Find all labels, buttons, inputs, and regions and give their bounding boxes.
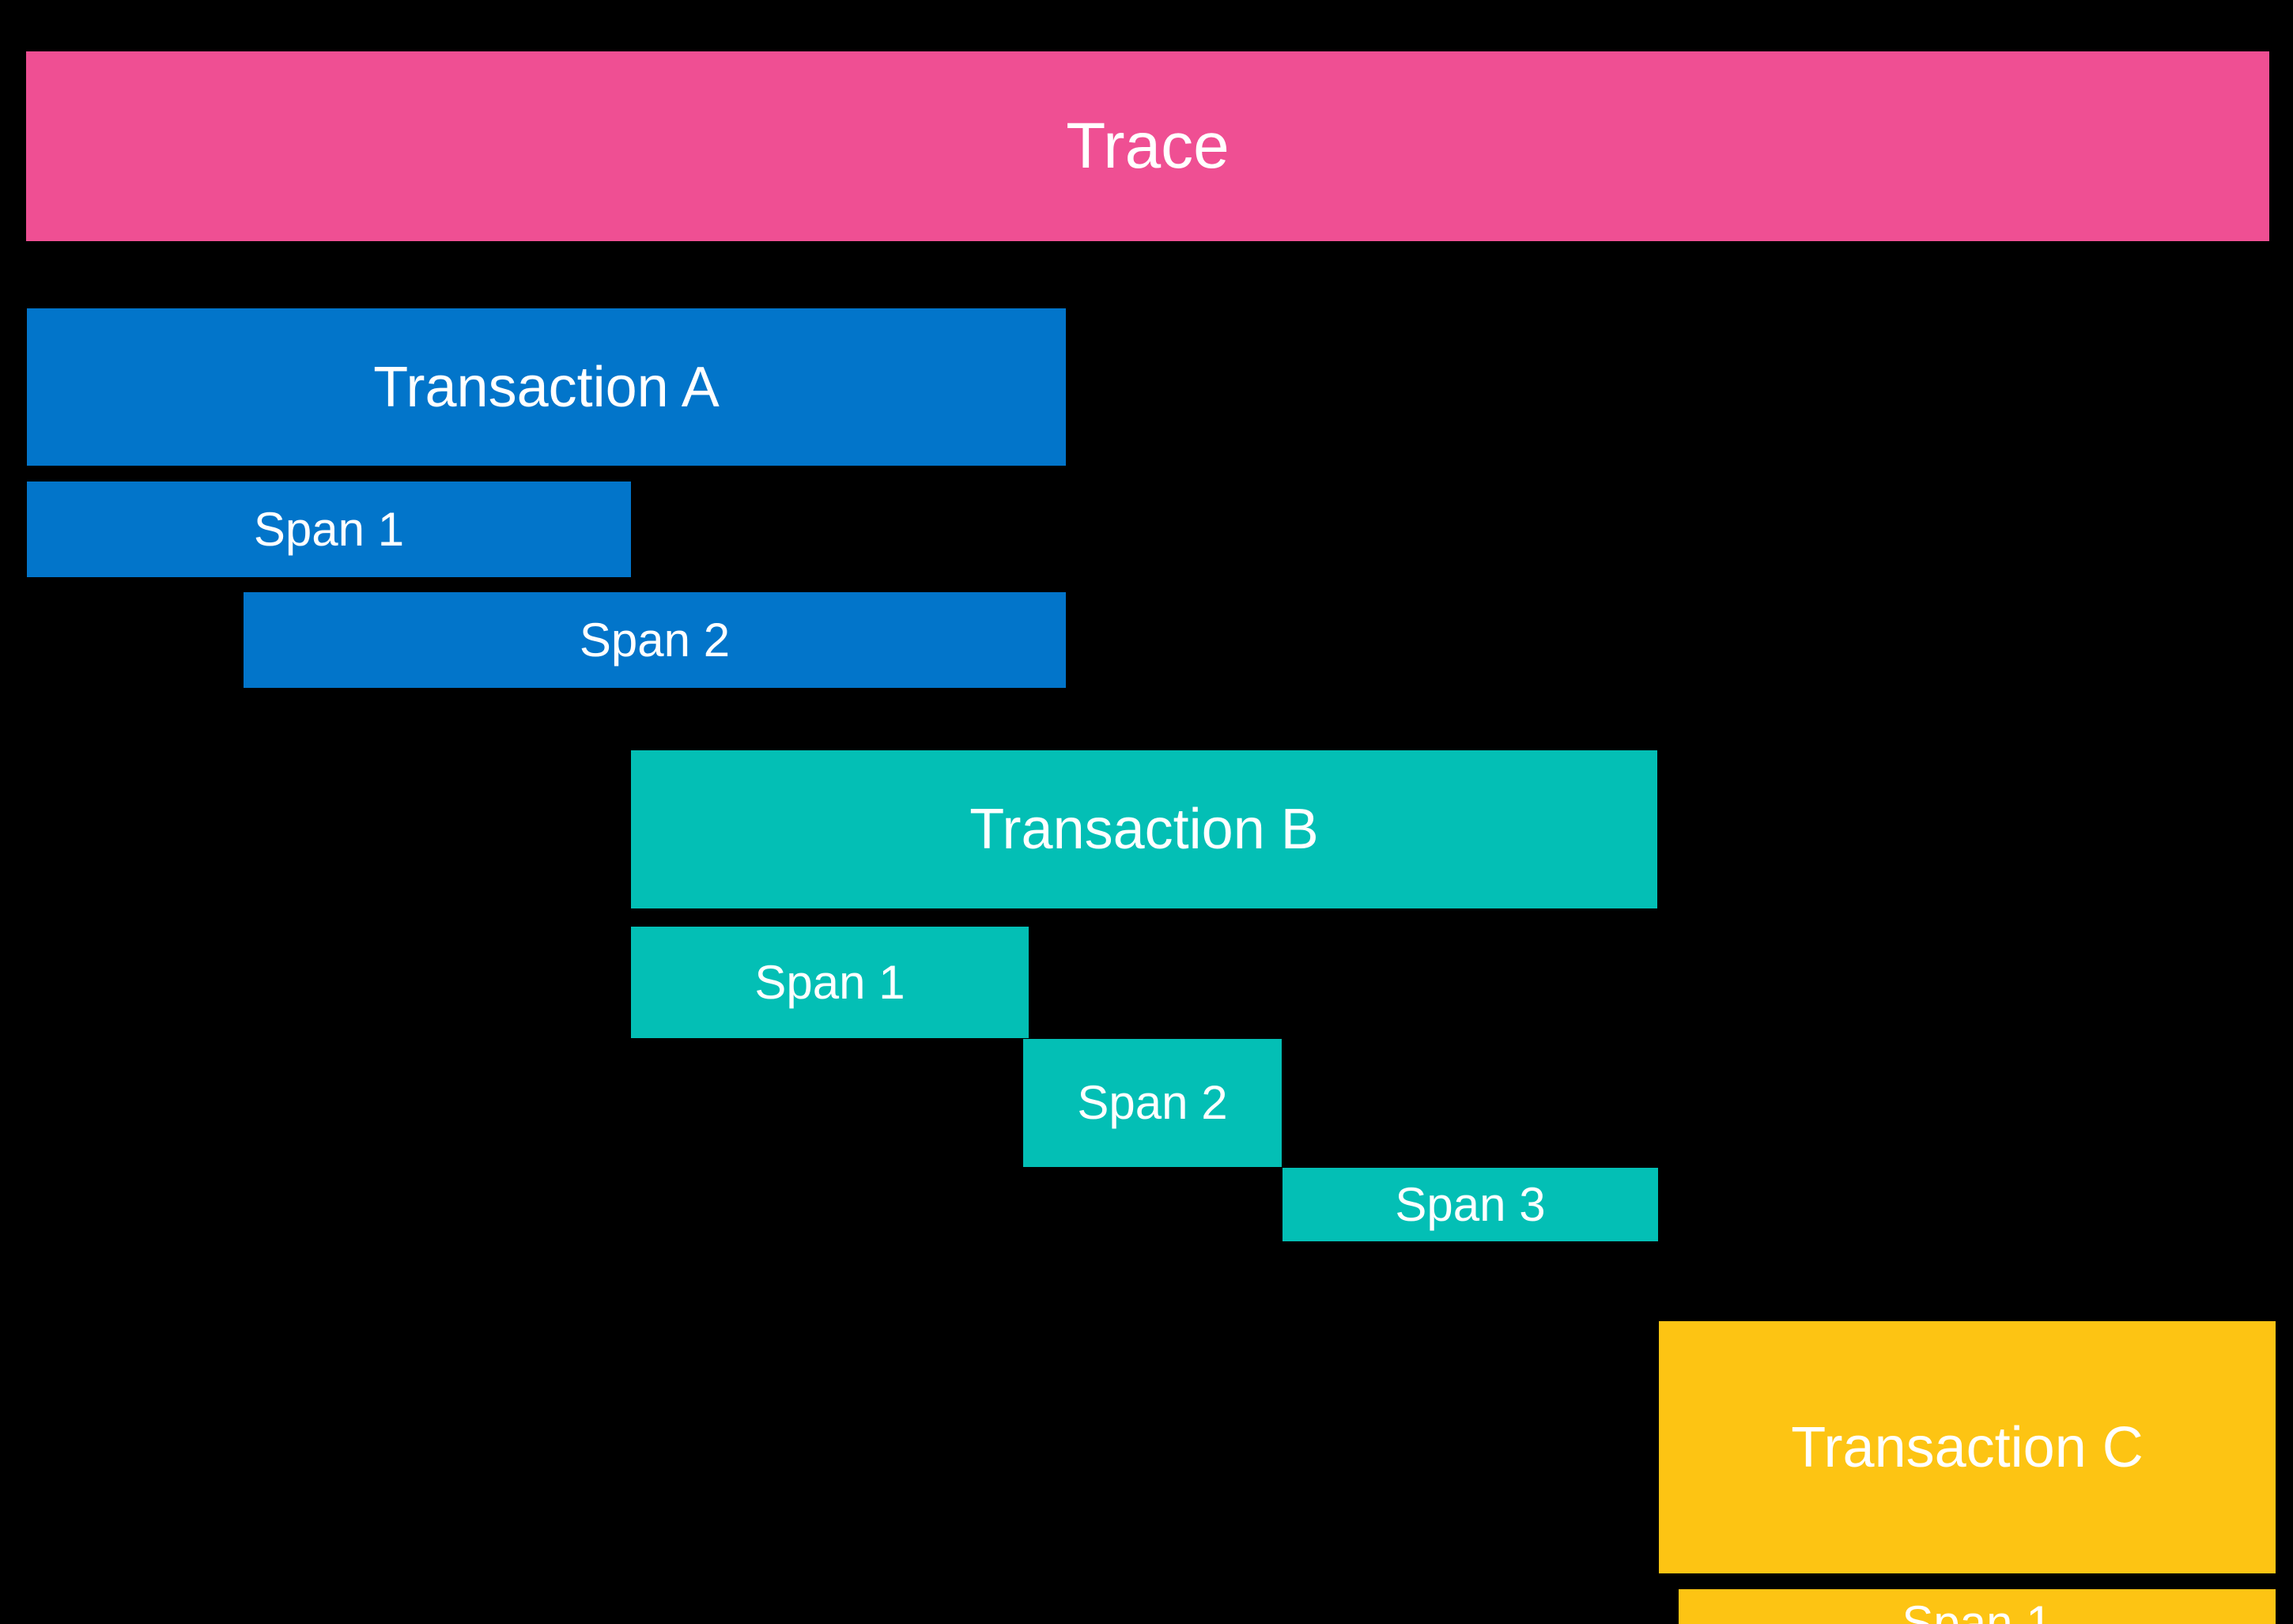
transaction-a-bar: Transaction A xyxy=(27,308,1066,466)
transaction-a-span-2-bar: Span 2 xyxy=(244,592,1066,688)
transaction-c-bar: Transaction C xyxy=(1659,1321,2276,1573)
transaction-b-bar: Transaction B xyxy=(631,750,1657,908)
transaction-b-span-1-bar: Span 1 xyxy=(631,927,1029,1038)
transaction-b-span-2-bar: Span 2 xyxy=(1023,1039,1282,1167)
transaction-b-span-3-bar: Span 3 xyxy=(1282,1168,1658,1241)
transaction-a-label: Transaction A xyxy=(373,355,720,419)
transaction-b-label: Transaction B xyxy=(969,798,1319,861)
transaction-a-span-1-bar: Span 1 xyxy=(27,482,631,577)
transaction-b-span-1-label: Span 1 xyxy=(754,955,905,1009)
trace-bar: Trace xyxy=(26,51,2269,241)
transaction-c-span-1-bar: Span 1 xyxy=(1679,1589,2276,1624)
transaction-c-span-1-label: Span 1 xyxy=(1902,1596,2053,1624)
transaction-c-label: Transaction C xyxy=(1791,1415,2144,1479)
transaction-b-span-2-label: Span 2 xyxy=(1077,1076,1228,1129)
trace-bar-label: Trace xyxy=(1066,110,1230,182)
transaction-b-span-3-label: Span 3 xyxy=(1395,1177,1546,1231)
transaction-a-span-2-label: Span 2 xyxy=(579,613,731,667)
transaction-a-span-1-label: Span 1 xyxy=(253,502,405,556)
